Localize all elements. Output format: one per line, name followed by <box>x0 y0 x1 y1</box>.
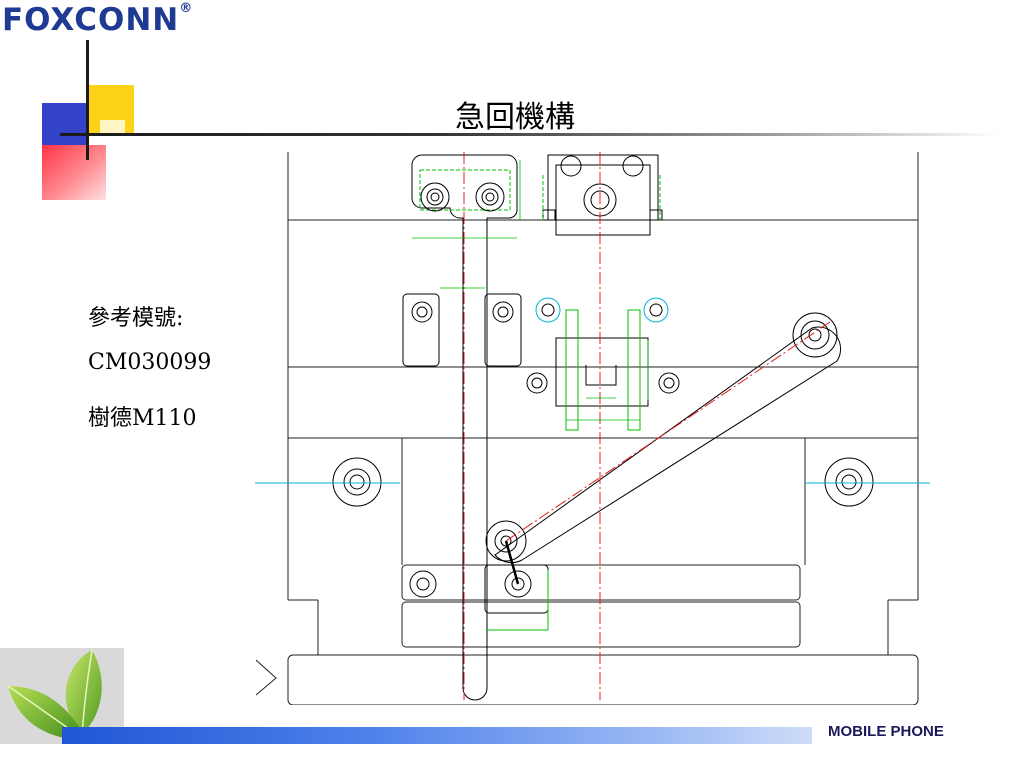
logo-text: FOXCONN <box>2 2 180 38</box>
foxconn-logo: FOXCONN® <box>2 0 212 40</box>
reference-model: 樹德M110 <box>88 406 197 431</box>
decor-title-rule <box>60 133 1000 136</box>
dimension-lines <box>412 160 649 421</box>
decor-yellow-inner <box>100 120 125 134</box>
footer-bar <box>62 727 812 744</box>
side-bolts <box>255 457 930 507</box>
guide-blocks <box>402 293 522 367</box>
mold-plates <box>255 152 919 705</box>
quick-return-mechanism-drawing <box>255 152 930 705</box>
slide-bar <box>411 154 518 701</box>
slide-title: 急回機構 <box>455 100 575 135</box>
link-arm <box>485 312 842 585</box>
center-slider <box>526 297 680 431</box>
decor-vertical-line <box>86 40 89 160</box>
bottom-block <box>409 564 549 631</box>
center-lines <box>463 152 831 700</box>
logo-registered-mark: ® <box>179 1 194 16</box>
footer-label: MOBILE PHONE <box>828 723 944 740</box>
reference-mold-number: CM030099 <box>88 350 212 375</box>
top-bolts <box>420 182 505 212</box>
decor-blue-square <box>42 103 88 151</box>
reference-label: 參考模號: <box>88 306 184 331</box>
top-block <box>542 154 663 236</box>
decor-red-square <box>42 145 106 200</box>
